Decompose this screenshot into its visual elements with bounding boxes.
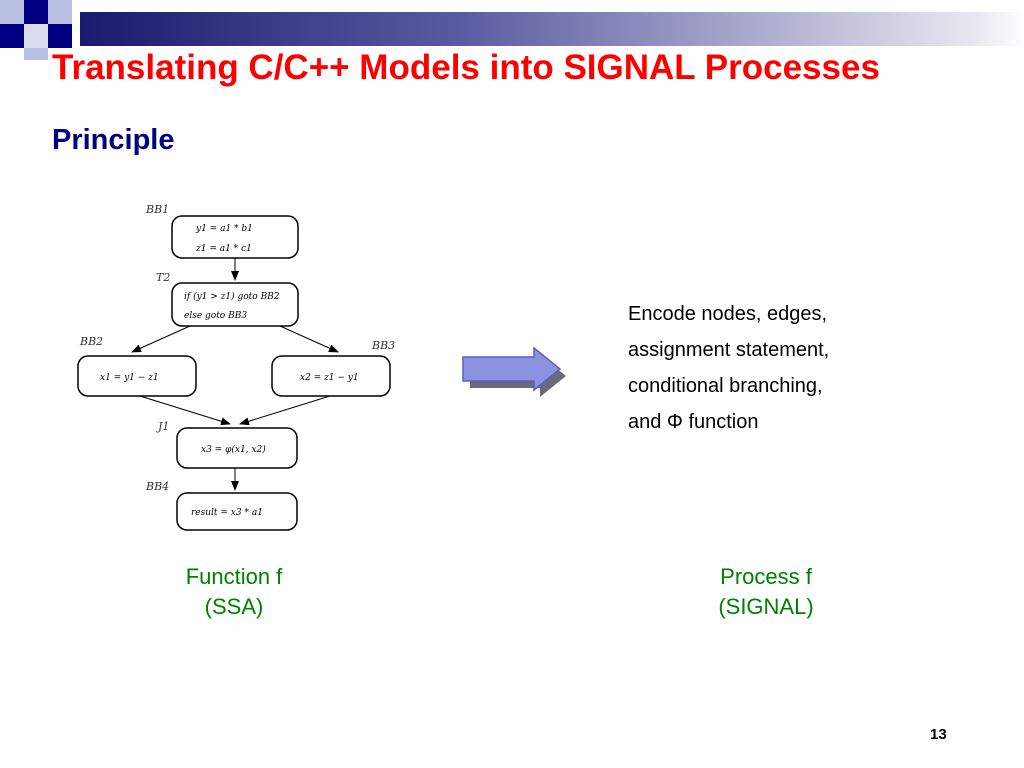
bb3-line-1: x2 = z1 − y1 bbox=[300, 373, 359, 383]
logo-square bbox=[48, 0, 72, 24]
node-bb2 bbox=[77, 355, 197, 397]
description-text: Encode nodes, edges, assignment statemen… bbox=[628, 296, 829, 440]
j1-line-1: x3 = φ(x1, x2) bbox=[201, 444, 266, 455]
description-line: conditional branching, bbox=[628, 375, 823, 397]
caption-left-line2: (SSA) bbox=[204, 594, 264, 619]
label-bb4: BB4 bbox=[145, 480, 169, 493]
edge-bb2-j1 bbox=[139, 395, 231, 426]
description-line: Encode nodes, edges, bbox=[628, 303, 828, 325]
caption-process-signal: Process f (SIGNAL) bbox=[666, 562, 866, 622]
caption-left-line1: Function f bbox=[185, 564, 283, 589]
edge-bb3-j1 bbox=[239, 395, 331, 426]
bb1-line-2: z1 = a1 * c1 bbox=[195, 244, 252, 254]
label-j1: J1 bbox=[156, 420, 169, 433]
logo-square bbox=[48, 24, 72, 48]
t2-line-1: if (y1 > z1) goto BB2 bbox=[184, 291, 280, 302]
slide-subtitle: Principle bbox=[52, 124, 175, 156]
caption-right-line1: Process f bbox=[720, 564, 812, 589]
slide-title: Translating C/C++ Models into SIGNAL Pro… bbox=[52, 48, 880, 87]
logo-square bbox=[24, 48, 48, 60]
block-arrow-icon bbox=[462, 346, 566, 397]
t2-line-2: else goto BB3 bbox=[184, 311, 247, 321]
description-line: assignment statement, bbox=[628, 339, 830, 361]
node-bb1 bbox=[171, 215, 299, 259]
caption-right-line2: (SIGNAL) bbox=[718, 594, 814, 619]
node-bb4 bbox=[176, 492, 298, 531]
label-bb2: BB2 bbox=[79, 335, 103, 348]
bb4-line-1: result = x3 * a1 bbox=[191, 508, 263, 518]
node-t2 bbox=[171, 282, 299, 327]
header-gradient-bar bbox=[0, 0, 1024, 60]
label-bb1: BB1 bbox=[145, 203, 169, 216]
caption-function-ssa: Function f (SSA) bbox=[134, 562, 334, 622]
bb2-line-1: x1 = y1 − z1 bbox=[100, 373, 159, 383]
logo-square bbox=[24, 0, 48, 24]
description-line: and Φ function bbox=[628, 411, 759, 433]
logo-square bbox=[0, 24, 24, 48]
label-bb3: BB3 bbox=[371, 339, 395, 352]
logo-square bbox=[24, 24, 48, 48]
node-j1 bbox=[176, 427, 298, 469]
edge-t2-bb2 bbox=[131, 325, 191, 353]
page-number: 13 bbox=[930, 726, 947, 743]
cfg-edges bbox=[131, 258, 339, 491]
edge-t2-bb3 bbox=[279, 325, 339, 353]
bb1-line-1: y1 = a1 * b1 bbox=[195, 224, 253, 234]
gradient-stripe bbox=[80, 12, 1024, 46]
label-t2: T2 bbox=[156, 271, 170, 284]
logo-square bbox=[0, 0, 24, 24]
node-bb3 bbox=[271, 355, 391, 397]
